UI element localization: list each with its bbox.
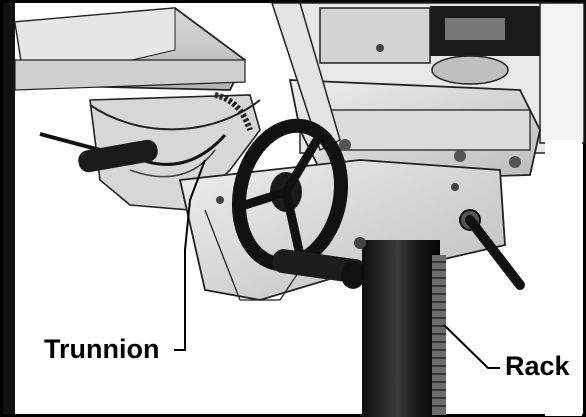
callout-trunnion-label: Trunnion [44, 334, 160, 364]
callout-rack-label: Rack [505, 351, 570, 381]
